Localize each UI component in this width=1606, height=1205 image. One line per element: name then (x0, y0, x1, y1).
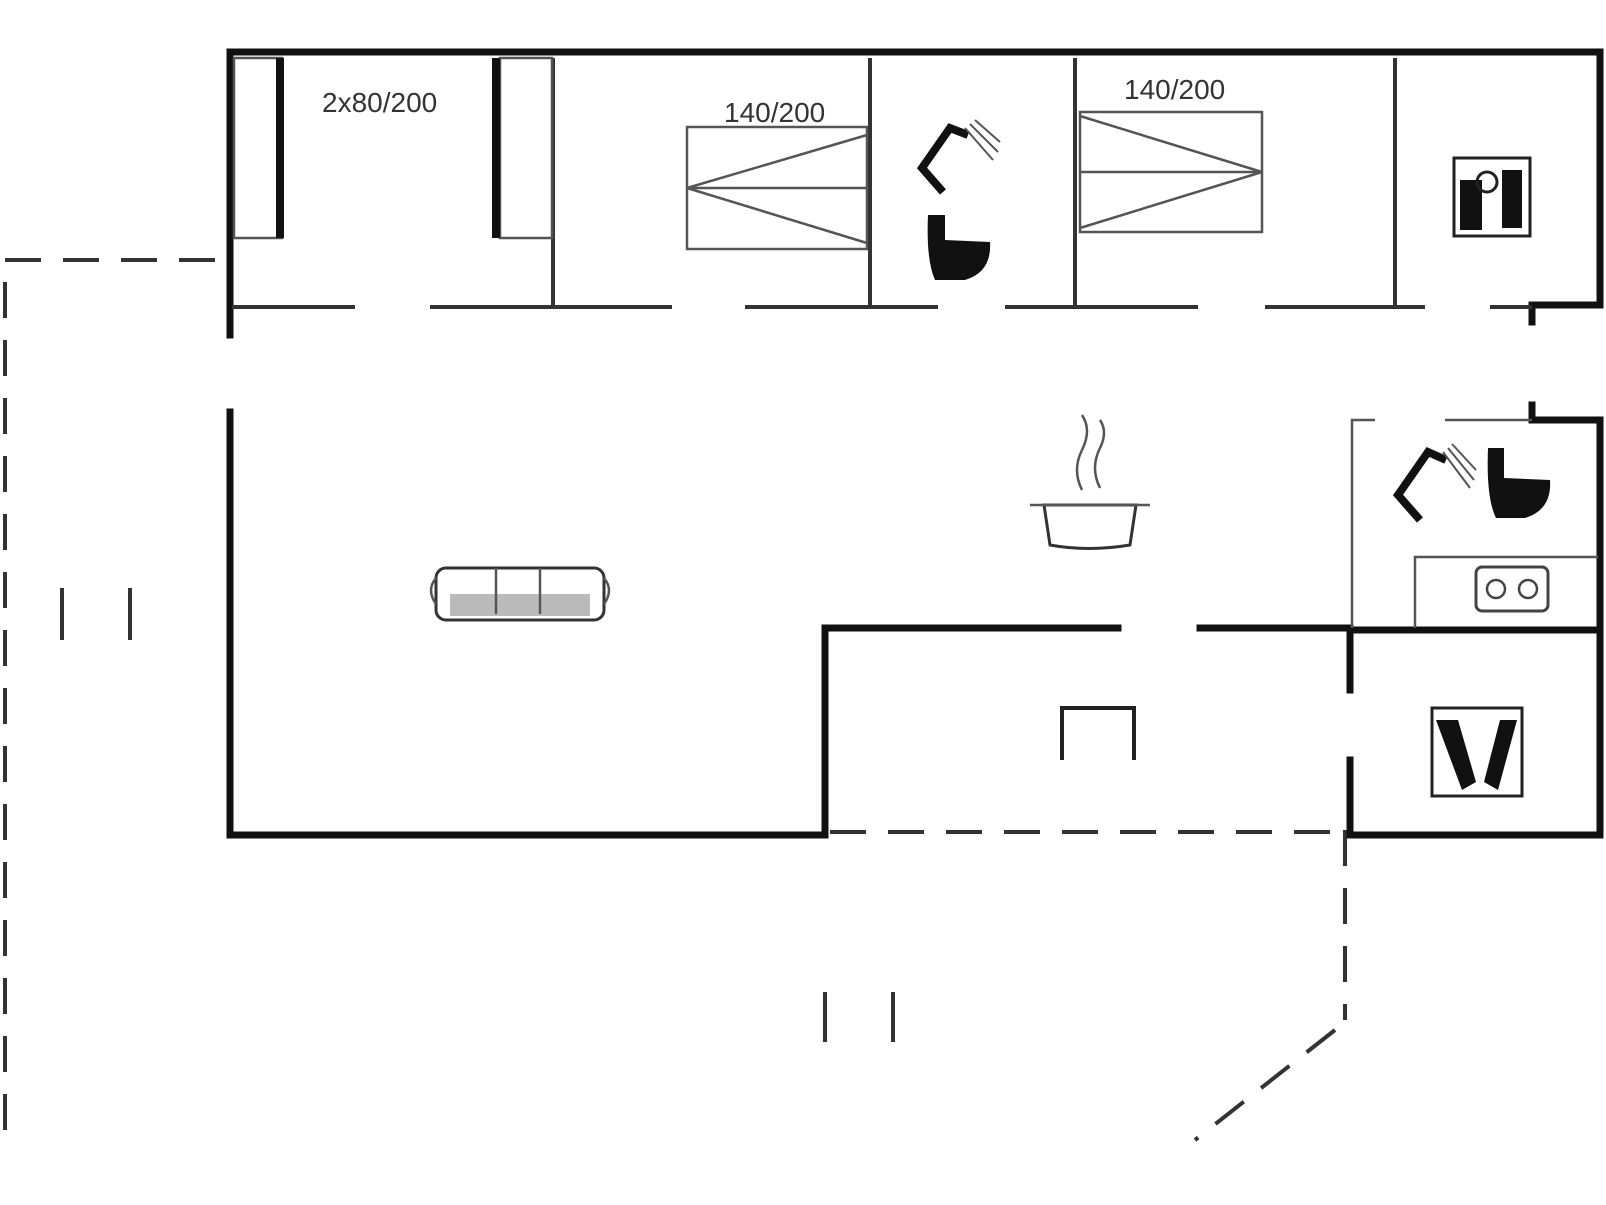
bed-icon (1078, 110, 1264, 234)
interior-walls (232, 58, 1598, 628)
bed-label-1: 2x80/200 (322, 87, 437, 118)
toilet-icon (1487, 448, 1551, 518)
washing-machine-icon (1452, 156, 1532, 238)
annex-room (1060, 706, 1136, 760)
table-icon (1060, 706, 1136, 760)
kitchen (1030, 414, 1150, 550)
utility-icon (1430, 706, 1524, 798)
wardrobe-icon (232, 56, 554, 240)
bed-label-3: 140/200 (1124, 74, 1225, 105)
sofa-icon (429, 566, 611, 622)
toilet-icon (927, 215, 991, 280)
bedroom-3: 140/200 (1078, 74, 1264, 234)
bathroom-2 (1392, 443, 1551, 613)
utility-room-top (1452, 156, 1532, 238)
living-room (429, 566, 611, 622)
bathroom-1 (916, 119, 1001, 280)
utility-room-bottom (1430, 706, 1524, 798)
cooking-pot-icon (1030, 414, 1150, 550)
shower-icon (916, 119, 1001, 195)
bed-icon (685, 125, 869, 251)
terrace-outline (3, 258, 1347, 1150)
shower-icon (1392, 443, 1477, 523)
bedroom-1: 2x80/200 (232, 56, 554, 240)
bed-label-2: 140/200 (724, 97, 825, 128)
bedroom-2: 140/200 (685, 97, 869, 251)
sink-icon (1474, 565, 1550, 613)
